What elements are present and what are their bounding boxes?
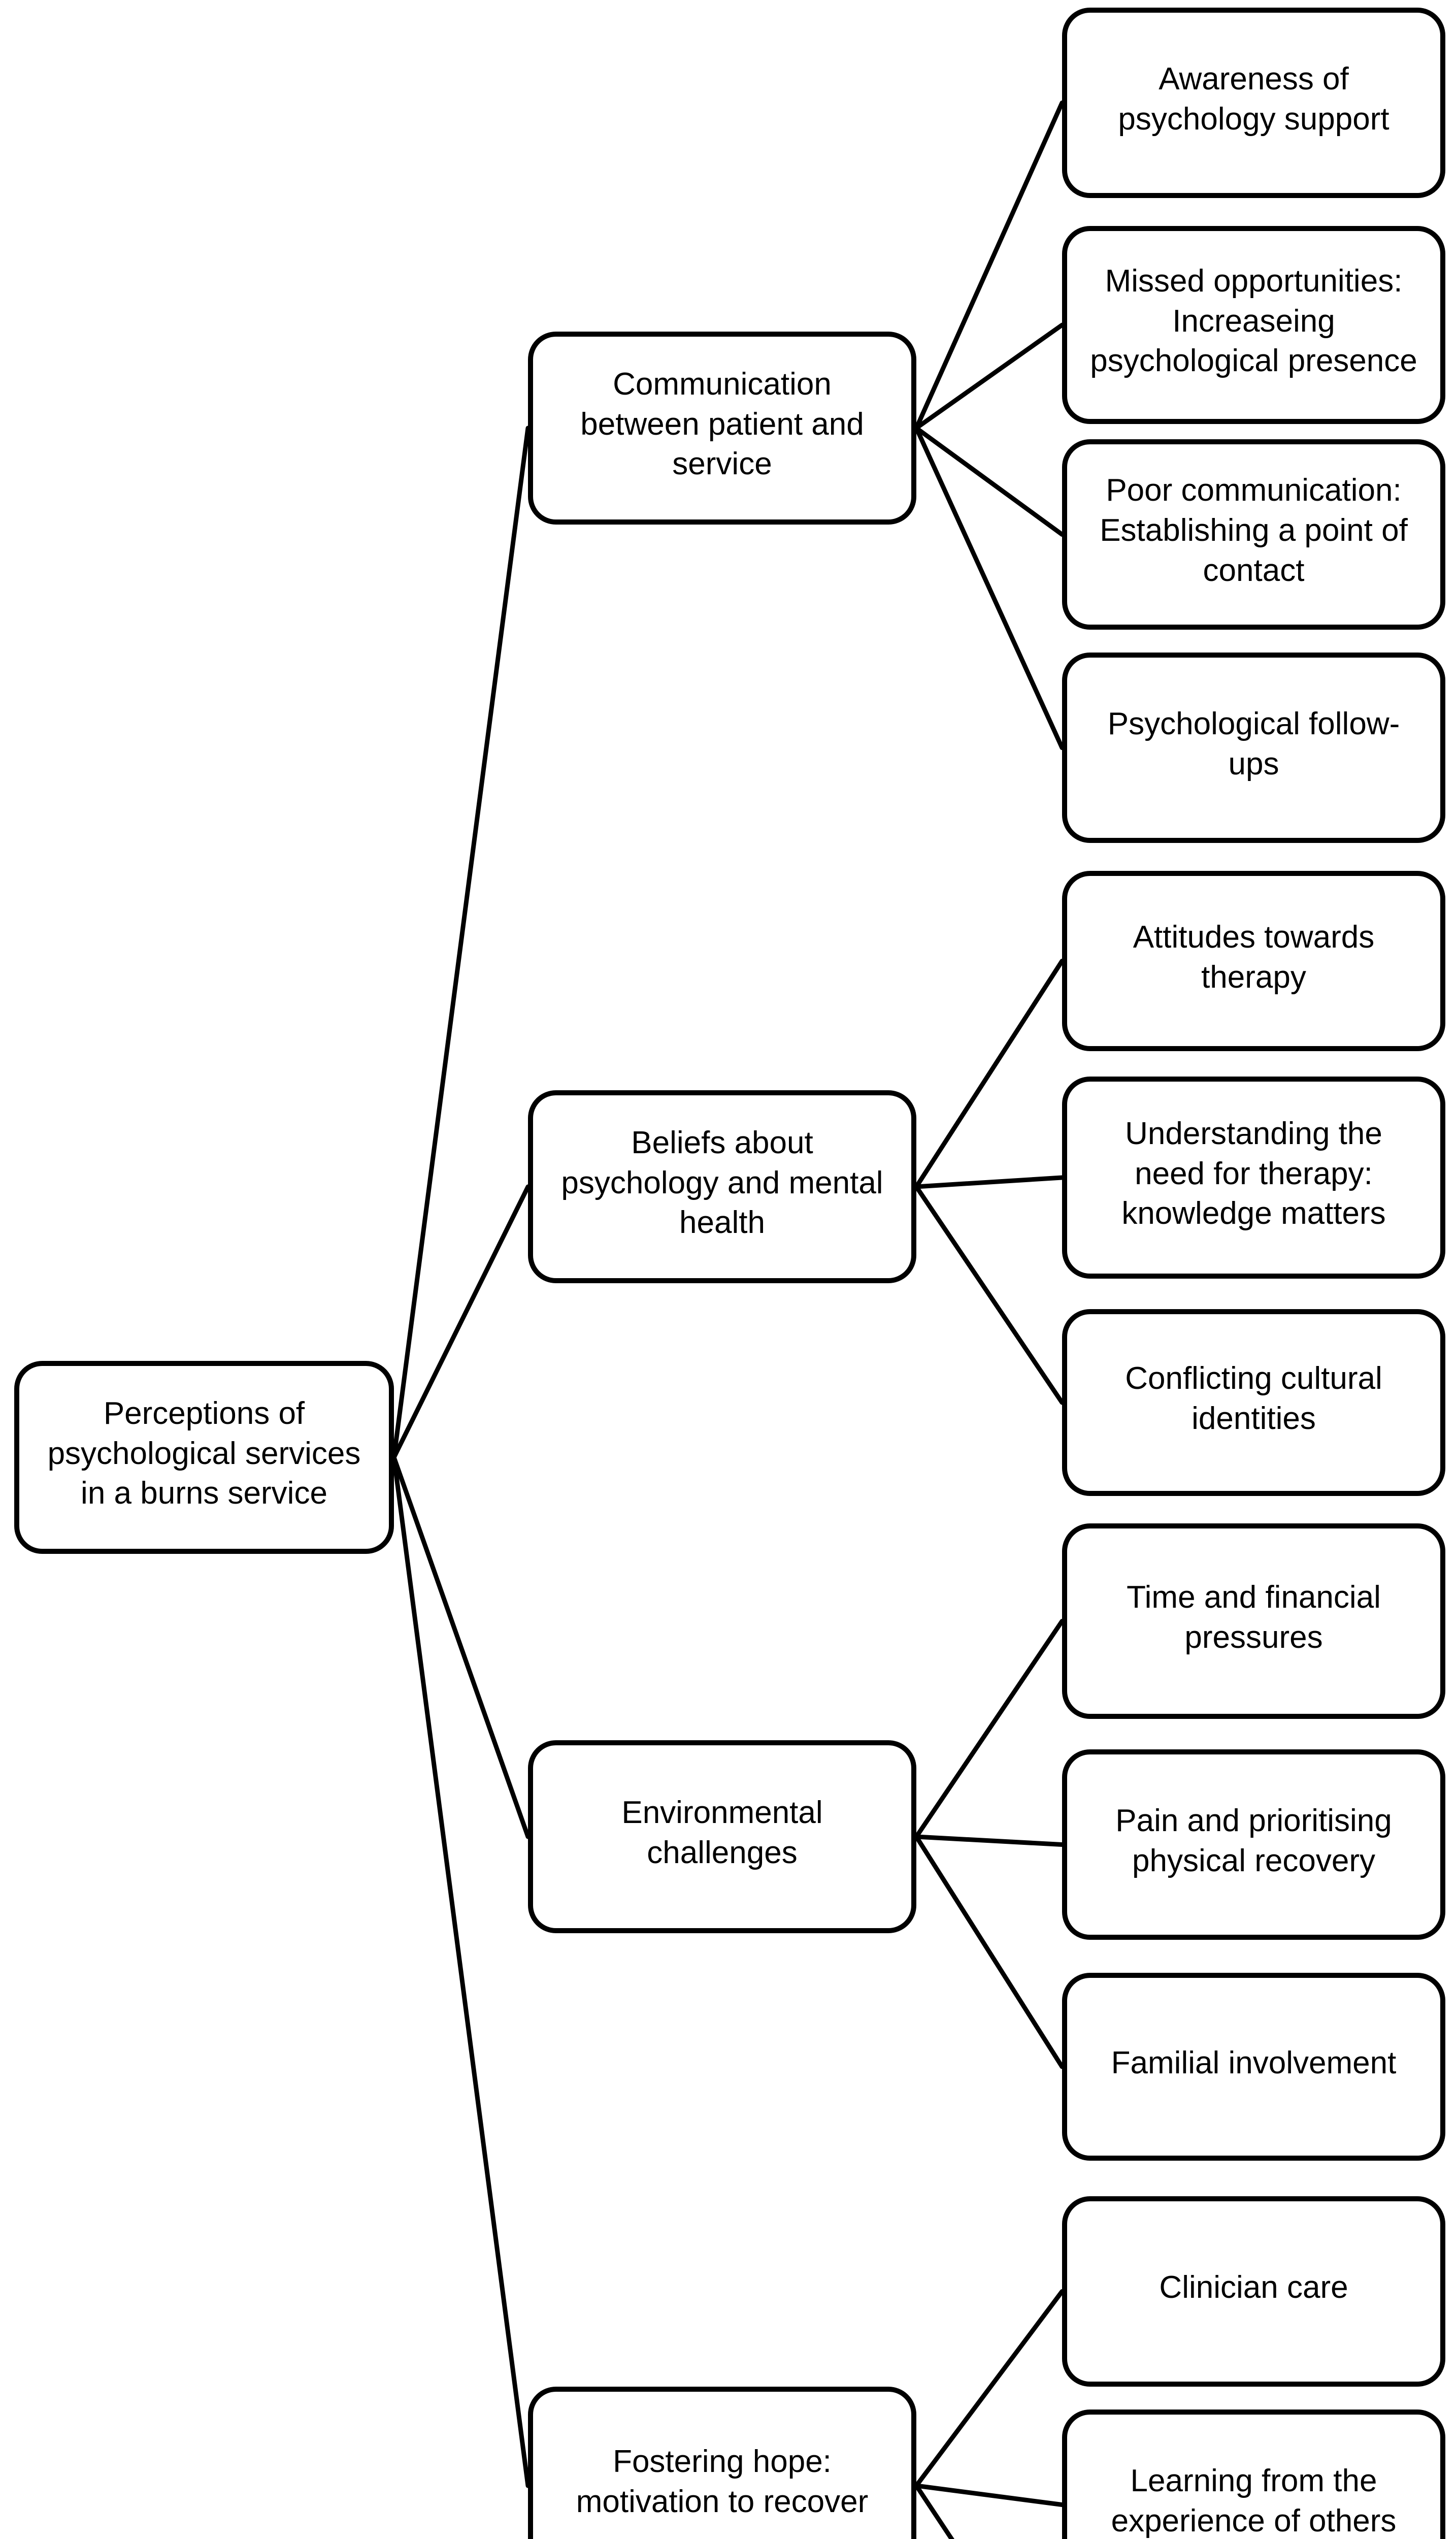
node-subtheme-poor-communication: Poor communication: Establishing a point… bbox=[1062, 439, 1445, 630]
node-subtheme-time-financial: Time and financial pressures bbox=[1062, 1523, 1445, 1719]
node-subtheme-familial-involvement: Familial involvement bbox=[1062, 1973, 1445, 2161]
connector-line bbox=[914, 1834, 1065, 2069]
connector-line bbox=[914, 1834, 1065, 1847]
connector-line bbox=[914, 1184, 1065, 1405]
node-subtheme-attitudes: Attitudes towards therapy bbox=[1062, 871, 1445, 1051]
node-theme-environmental: Environmental challenges bbox=[528, 1740, 916, 1933]
connector-line bbox=[914, 959, 1065, 1189]
node-theme-fostering-hope: Fostering hope: motivation to recover bbox=[528, 2387, 916, 2539]
connector-line bbox=[914, 1175, 1065, 1189]
connector-line bbox=[391, 1455, 531, 1839]
connector-line bbox=[914, 1619, 1065, 1839]
node-root-perceptions: Perceptions of psychological services in… bbox=[14, 1361, 394, 1554]
node-subtheme-understanding-need: Understanding the need for therapy: know… bbox=[1062, 1077, 1445, 1279]
connector-line bbox=[914, 426, 1065, 537]
node-subtheme-missed-opportunities: Missed opportunities: Increaseing psycho… bbox=[1062, 226, 1445, 424]
connector-line bbox=[391, 426, 531, 1460]
node-subtheme-awareness: Awareness of psychology support bbox=[1062, 8, 1445, 198]
connector-line bbox=[914, 2289, 1065, 2488]
node-subtheme-clinician-care: Clinician care bbox=[1062, 2196, 1445, 2387]
connector-line bbox=[391, 1455, 531, 2488]
node-subtheme-conflicting-identities: Conflicting cultural identities bbox=[1062, 1309, 1445, 1496]
connector-line bbox=[914, 2483, 954, 2539]
node-subtheme-pain-prioritising: Pain and prioritising physical recovery bbox=[1062, 1749, 1445, 1940]
connector-line bbox=[914, 101, 1065, 431]
connector-line bbox=[914, 2483, 1065, 2507]
node-theme-communication: Communication between patient and servic… bbox=[528, 332, 916, 525]
connector-line bbox=[391, 1184, 531, 1460]
node-theme-beliefs: Beliefs about psychology and mental heal… bbox=[528, 1090, 916, 1283]
connector-line bbox=[914, 426, 1065, 750]
node-subtheme-psychological-follow-ups: Psychological follow- ups bbox=[1062, 653, 1445, 843]
connector-line bbox=[914, 322, 1065, 431]
node-subtheme-learning-from-others: Learning from the experience of others bbox=[1062, 2410, 1445, 2539]
